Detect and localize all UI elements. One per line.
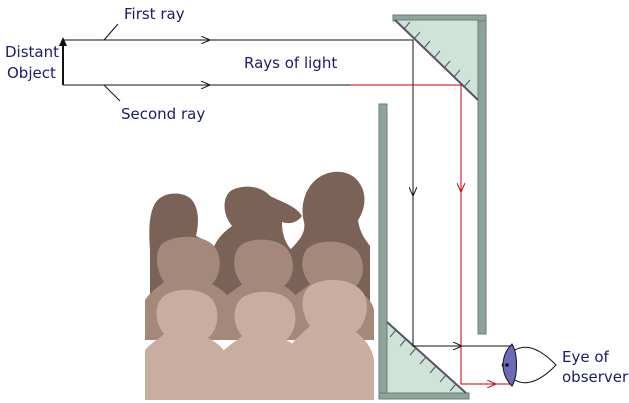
- eye-label-line1: Eye of: [562, 348, 610, 366]
- second-ray-pointer: [103, 84, 121, 102]
- eye-label-line2: observer: [562, 368, 629, 386]
- rays-of-light-label: Rays of light: [244, 54, 337, 72]
- first-ray-label: First ray: [124, 5, 185, 23]
- eye-icon: [501, 343, 557, 387]
- periscope-bottom-cap: [378, 392, 470, 400]
- crowd-silhouette-icon: [145, 171, 374, 400]
- up-arrow-icon: [59, 37, 67, 85]
- periscope-right-wall: [477, 16, 487, 335]
- first-ray-pointer: [103, 23, 119, 41]
- bottom-mirror: [386, 320, 468, 394]
- first-ray: [63, 40, 512, 346]
- second-ray-label: Second ray: [121, 105, 205, 123]
- periscope-left-wall: [378, 103, 388, 399]
- object-label-line1: Distant: [5, 43, 59, 61]
- object-label-line2: Object: [7, 64, 56, 82]
- second-ray: [63, 85, 512, 384]
- top-mirror: [393, 19, 479, 102]
